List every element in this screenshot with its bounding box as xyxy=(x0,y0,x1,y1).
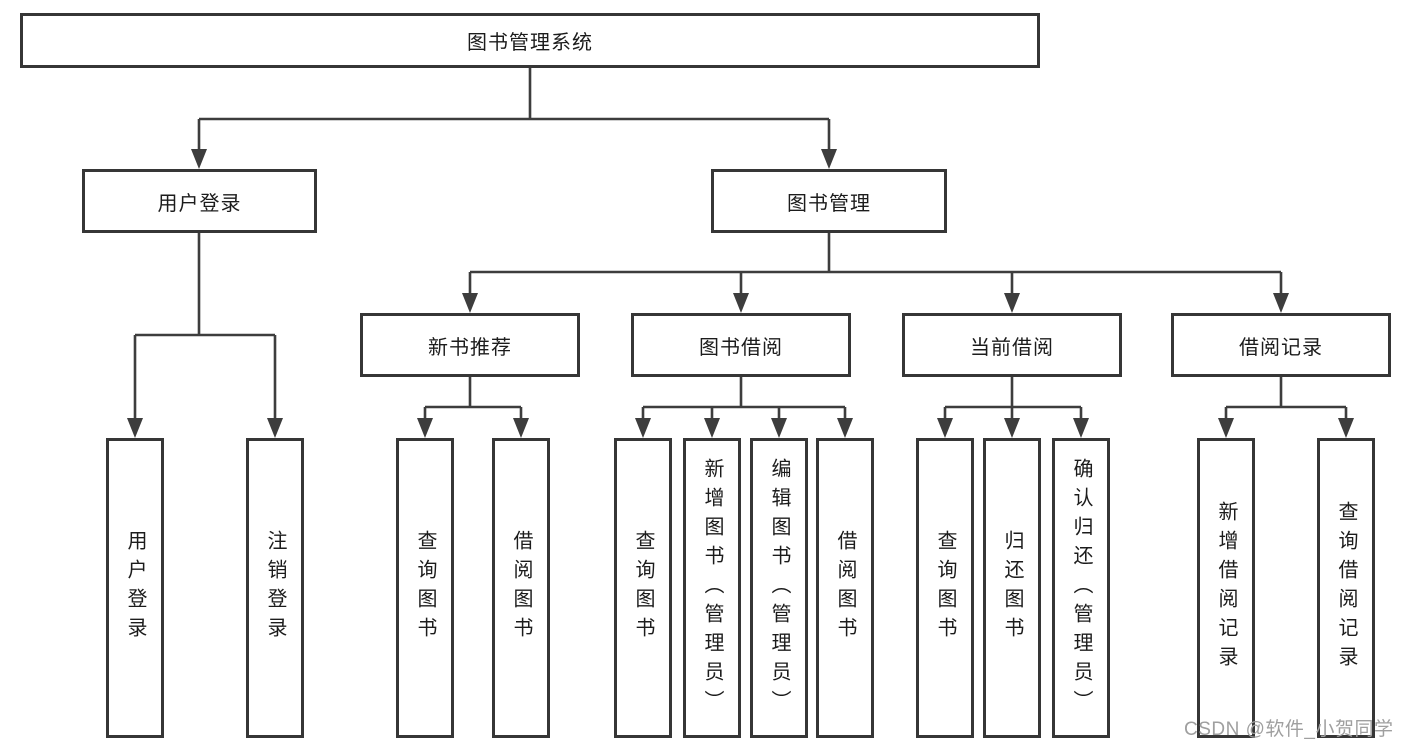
node-new-book-recommend: 新书推荐 xyxy=(360,313,580,377)
node-label: 借阅图书 xyxy=(510,530,532,646)
node-label: 查询借阅记录 xyxy=(1335,501,1357,675)
node-label: 归还图书 xyxy=(1001,530,1023,646)
node-label: 图书借阅 xyxy=(699,336,783,359)
arrowhead xyxy=(771,418,787,438)
node-label: 图书管理 xyxy=(787,192,871,215)
node-label: 注销登录 xyxy=(264,530,286,646)
arrowhead xyxy=(191,149,207,169)
node-label: 查询图书 xyxy=(414,530,436,646)
arrowhead xyxy=(733,293,749,313)
node-label: 新增图书（管理员） xyxy=(701,457,723,719)
arrowhead xyxy=(1338,418,1354,438)
node-label: 查询图书 xyxy=(632,530,654,646)
node-label: 确认归还（管理员） xyxy=(1070,457,1092,719)
node-user-login-group: 用户登录 xyxy=(82,169,317,233)
leaf-borrow-add-books-admin: 新增图书（管理员） xyxy=(683,438,741,738)
node-label: 当前借阅 xyxy=(970,336,1054,359)
node-label: 借阅记录 xyxy=(1239,336,1323,359)
leaf-records-query-borrow-record: 查询借阅记录 xyxy=(1317,438,1375,738)
leaf-current-return-books: 归还图书 xyxy=(983,438,1041,738)
node-borrowing-records: 借阅记录 xyxy=(1171,313,1391,377)
node-book-management-group: 图书管理 xyxy=(711,169,947,233)
arrowhead xyxy=(267,418,283,438)
arrowhead xyxy=(1004,293,1020,313)
leaf-records-add-borrow-record: 新增借阅记录 xyxy=(1197,438,1255,738)
arrowhead xyxy=(837,418,853,438)
node-label: 新增借阅记录 xyxy=(1215,501,1237,675)
leaf-newrec-borrow-books: 借阅图书 xyxy=(492,438,550,738)
node-label: 新书推荐 xyxy=(428,336,512,359)
leaf-borrow-edit-books-admin: 编辑图书（管理员） xyxy=(750,438,808,738)
arrowhead xyxy=(417,418,433,438)
arrowhead xyxy=(462,293,478,313)
node-root: 图书管理系统 xyxy=(20,13,1040,68)
arrowhead xyxy=(821,149,837,169)
node-current-borrowing: 当前借阅 xyxy=(902,313,1122,377)
leaf-current-confirm-return-admin: 确认归还（管理员） xyxy=(1052,438,1110,738)
arrowhead xyxy=(127,418,143,438)
leaf-user-login: 用户登录 xyxy=(106,438,164,738)
leaf-newrec-query-books: 查询图书 xyxy=(396,438,454,738)
node-label: 用户登录 xyxy=(124,530,146,646)
node-book-borrowing: 图书借阅 xyxy=(631,313,851,377)
leaf-logout: 注销登录 xyxy=(246,438,304,738)
node-label: 用户登录 xyxy=(157,192,242,215)
arrowhead xyxy=(1073,418,1089,438)
arrowhead xyxy=(635,418,651,438)
leaf-borrow-borrow-books: 借阅图书 xyxy=(816,438,874,738)
csdn-watermark: CSDN @软件_小贺同学 xyxy=(1184,719,1394,740)
node-label: 编辑图书（管理员） xyxy=(768,457,790,719)
arrowhead xyxy=(1218,418,1234,438)
node-label: 借阅图书 xyxy=(834,530,856,646)
arrowhead xyxy=(513,418,529,438)
leaf-borrow-query-books: 查询图书 xyxy=(614,438,672,738)
arrowhead xyxy=(1273,293,1289,313)
node-label: 图书管理系统 xyxy=(467,32,593,54)
node-label: 查询图书 xyxy=(934,530,956,646)
leaf-current-query-books: 查询图书 xyxy=(916,438,974,738)
arrowhead xyxy=(1004,418,1020,438)
arrowhead xyxy=(704,418,720,438)
arrowhead xyxy=(937,418,953,438)
